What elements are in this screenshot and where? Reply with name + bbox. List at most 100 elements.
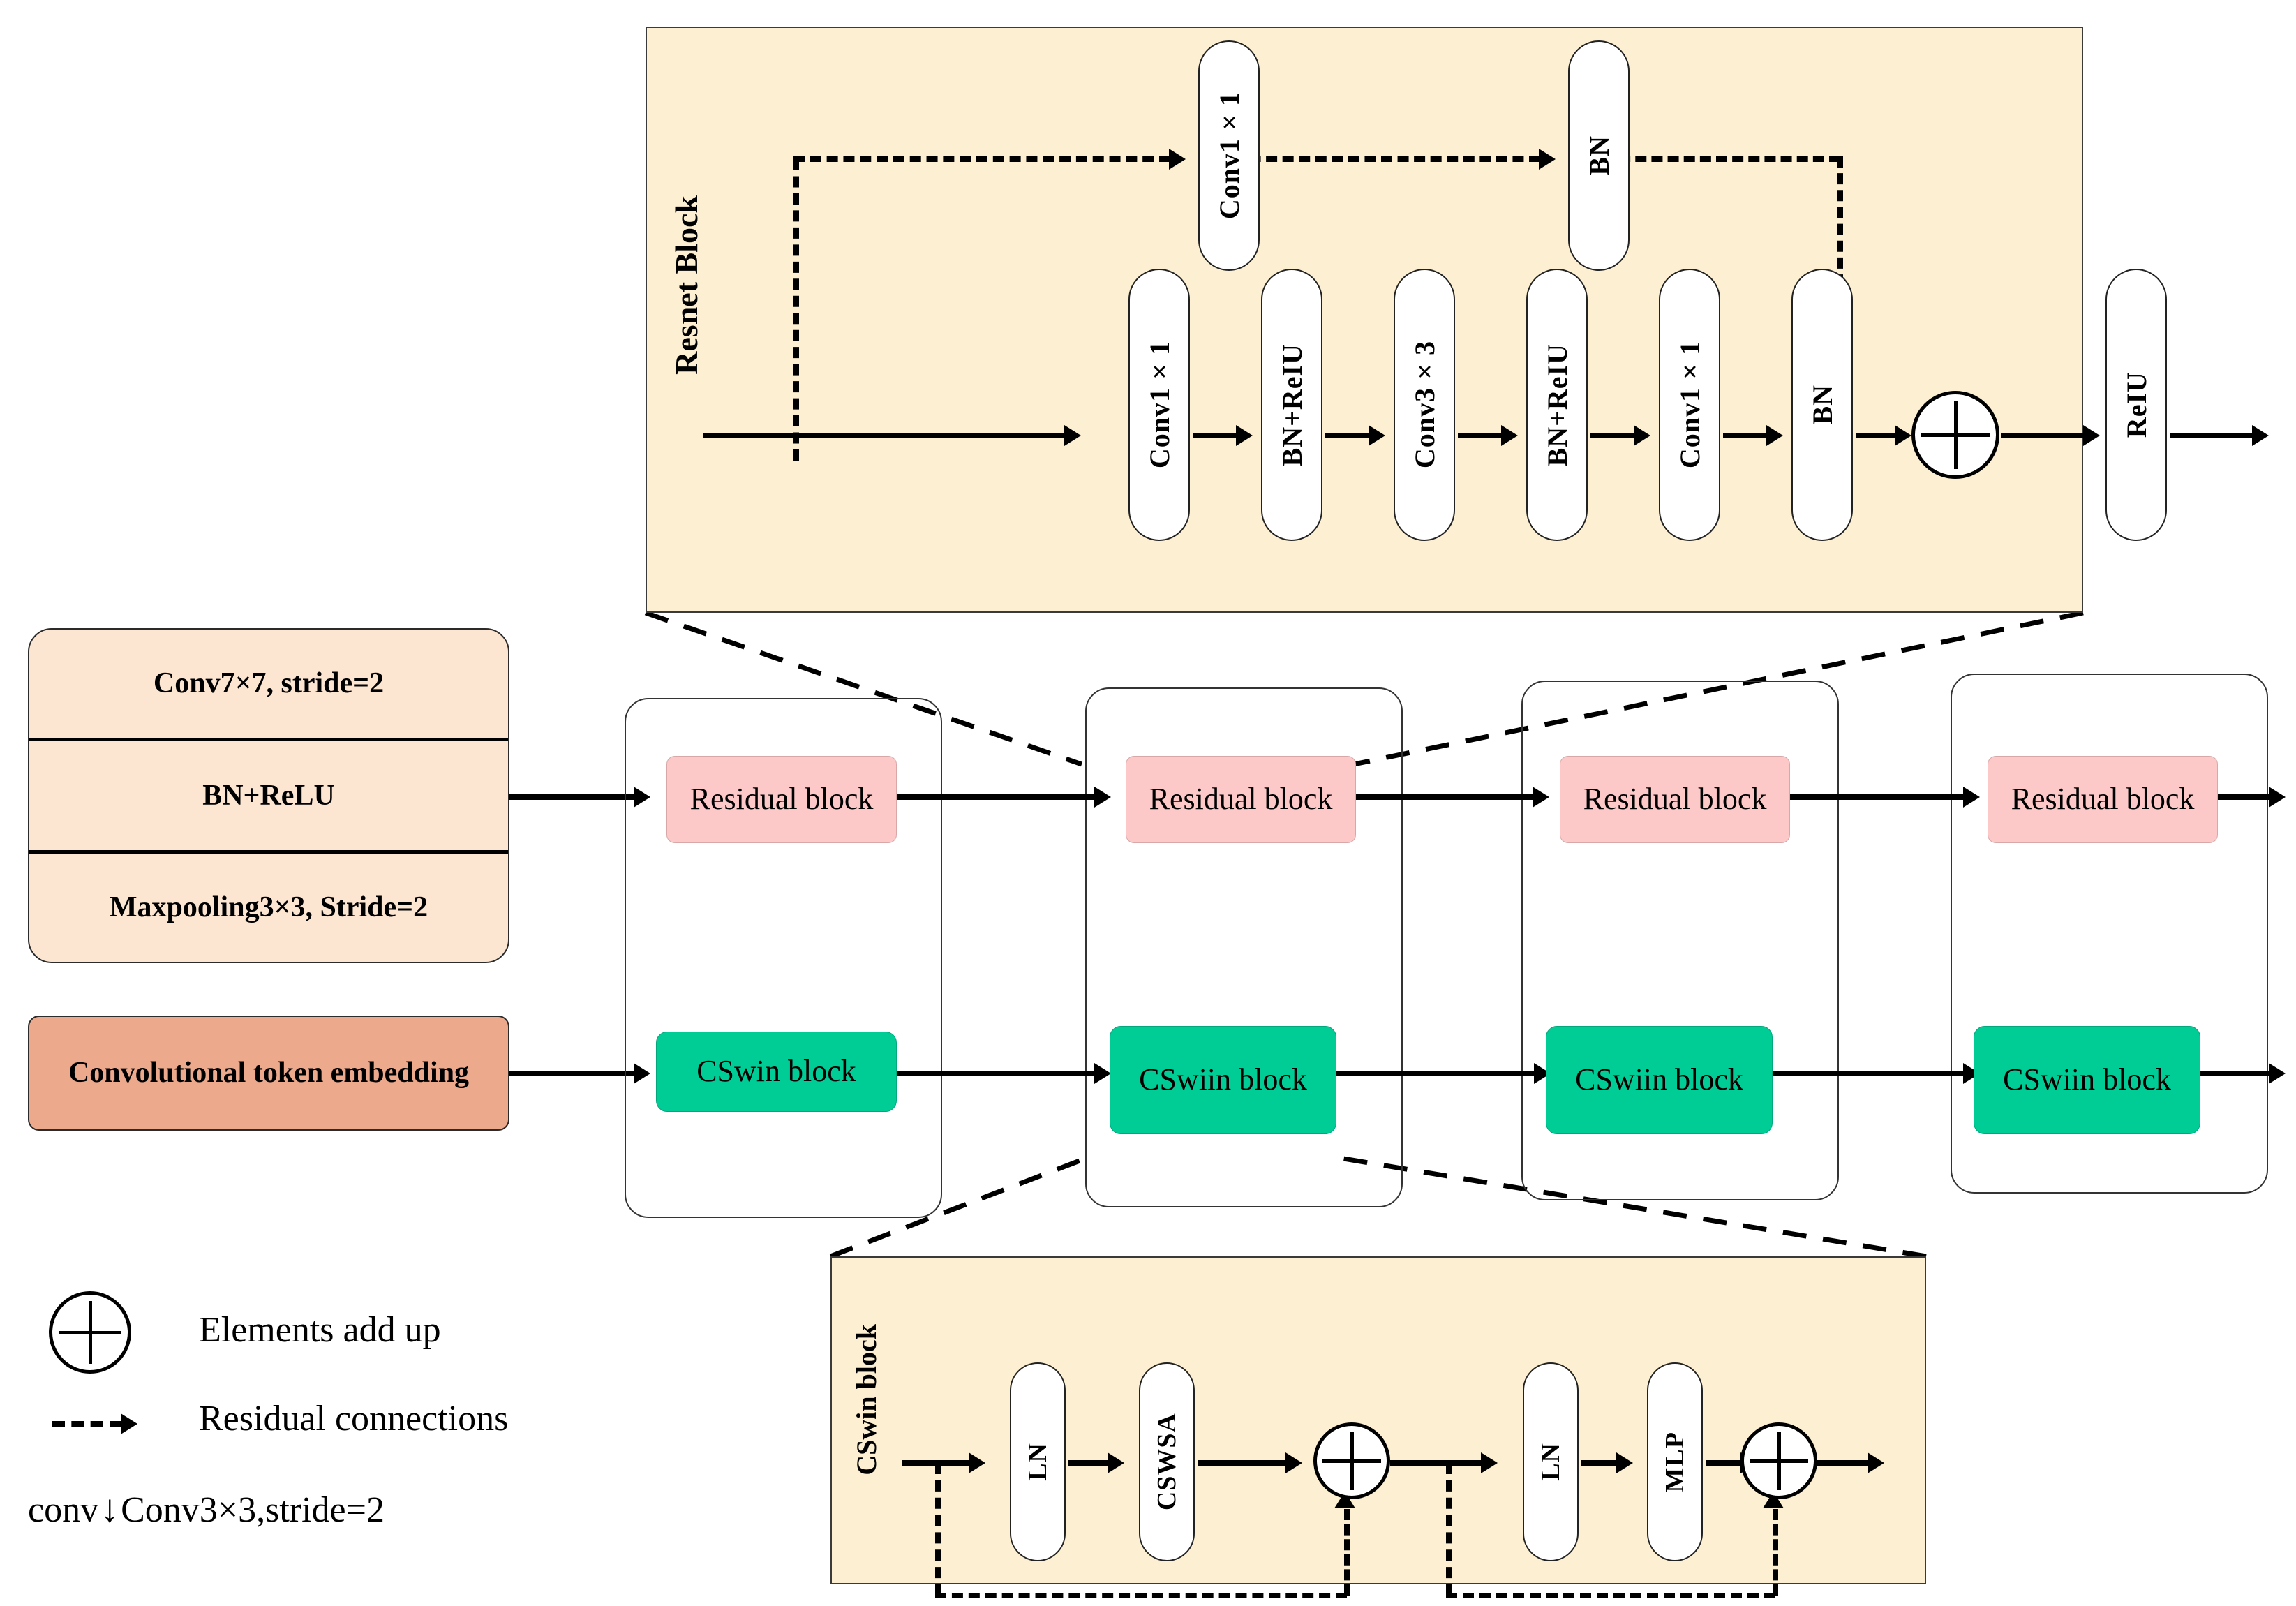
stage-frame-4 [1951, 674, 2268, 1194]
resnet-block-panel: Resnet Block Conv1×1 BN Conv1×1 BN+ReIU … [646, 27, 2269, 613]
stage4-residual-output-arrow [2218, 787, 2286, 808]
token-to-stage1-arrow [509, 1063, 650, 1084]
legend-conv-label: Conv3×3,stride=2 [121, 1490, 385, 1530]
node-label: Conv1×1 [1673, 341, 1706, 469]
block-label: Residual block [689, 782, 874, 817]
node-label: BN+ReIU [1276, 343, 1308, 467]
stage2-to-stage3-cswin-arrow [1336, 1063, 1551, 1084]
stage-2-cswin-block[interactable]: CSwiin block [1110, 1026, 1336, 1134]
resnet-arrow-7 [2001, 425, 2100, 446]
cswin-mid-line [1390, 1460, 1482, 1466]
stage-3-residual-block[interactable]: Residual block [1560, 756, 1790, 843]
block-label: Residual block [1583, 782, 1767, 817]
node-label: MLP [1660, 1431, 1690, 1493]
resnet-main-input-line [703, 433, 1066, 438]
resnet-arrow-5 [1723, 425, 1783, 446]
cswin-input-arrow-icon [969, 1452, 985, 1473]
cswin-block-panel-title: CSwin block [851, 1324, 882, 1475]
cswin-block-panel: CSwin block LN CSWSA LN MLP [830, 1256, 1926, 1598]
resnet-node-bn: BN [1791, 269, 1853, 541]
cswin-node-ln-2: LN [1523, 1362, 1579, 1561]
legend-plus-circle-icon [49, 1291, 131, 1374]
stage3-to-stage4-cswin-arrow [1773, 1063, 1980, 1084]
stage-4-residual-block[interactable]: Residual block [1988, 756, 2218, 843]
stage2-to-stage3-residual-arrow [1356, 787, 1549, 808]
resnet-shortcut-node-conv1x1: Conv1×1 [1198, 40, 1260, 271]
resnet-shortcut-node-bn: BN [1568, 40, 1630, 271]
stem-row-bn-relu: BN+ReLU [29, 738, 508, 849]
resnet-main-input-arrow-icon [1064, 425, 1081, 446]
cswin-add-icon-1 [1313, 1422, 1390, 1499]
cswin-residual2-bottom [1446, 1593, 1775, 1598]
stem-conv-block: Conv7×7, stride=2 BN+ReLU Maxpooling3×3,… [28, 628, 509, 963]
shortcut-h3 [1603, 156, 1840, 162]
cswin-residual1-rise [1344, 1509, 1350, 1596]
stage1-to-stage2-cswin-arrow [897, 1063, 1111, 1084]
legend-label-elements-add-up: Elements add up [199, 1310, 441, 1350]
resnet-arrow-2 [1325, 425, 1385, 446]
stage1-to-stage2-residual-arrow [897, 787, 1111, 808]
cswin-residual1-drop [935, 1463, 941, 1596]
block-label: CSwiin block [1139, 1062, 1307, 1097]
stage-frame-3 [1521, 681, 1839, 1200]
stage3-to-stage4-residual-arrow [1790, 787, 1980, 808]
stage-1-cswin-block[interactable]: CSwin block [656, 1032, 897, 1112]
shortcut-riser [793, 159, 799, 461]
cswin-arrow-3 [1581, 1452, 1633, 1473]
shortcut-h1 [793, 156, 1170, 162]
cswin-residual1-bottom [935, 1593, 1347, 1598]
node-label: BN [1806, 385, 1838, 425]
legend-dashed-arrowhead-icon [121, 1413, 137, 1434]
cswin-node-ln-1: LN [1010, 1362, 1066, 1561]
legend: Elements add up Residual connections con… [28, 1284, 600, 1531]
shortcut-arrow-1-icon [1169, 149, 1186, 170]
stage-4-cswin-block[interactable]: CSwiin block [1974, 1026, 2200, 1134]
node-label: LN [1536, 1443, 1565, 1481]
node-label: ReIU [2120, 371, 2152, 438]
cswin-add-icon-2 [1740, 1422, 1817, 1499]
stem-row-conv7x7: Conv7×7, stride=2 [153, 667, 385, 700]
node-label: Conv1×1 [1143, 341, 1175, 469]
block-label: Residual block [2011, 782, 2195, 817]
cswin-node-mlp: MLP [1647, 1362, 1703, 1561]
convolutional-token-embedding-block: Convolutional token embedding [28, 1016, 509, 1131]
stem-row-maxpool: Maxpooling3×3, Stride=2 [29, 849, 508, 962]
shortcut-drop [1837, 156, 1843, 387]
resnet-arrow-1 [1193, 425, 1253, 446]
cswin-arrow-4 [1706, 1452, 1757, 1473]
resnet-node-bnrelu-b: BN+ReIU [1526, 269, 1588, 541]
node-label: BN+ReIU [1541, 343, 1573, 467]
stage-1-residual-block[interactable]: Residual block [666, 756, 897, 843]
resnet-node-conv1x1-b: Conv1×1 [1659, 269, 1720, 541]
node-label: CSWSA [1152, 1413, 1181, 1511]
resnet-arrow-out [2170, 425, 2269, 446]
resnet-node-conv1x1-a: Conv1×1 [1128, 269, 1190, 541]
legend-conv-prefix: conv [28, 1490, 99, 1530]
stage-2-residual-block[interactable]: Residual block [1126, 756, 1356, 843]
node-label: LN [1023, 1443, 1052, 1481]
shortcut-arrow-2-icon [1539, 149, 1556, 170]
cswin-arrow-1 [1068, 1452, 1124, 1473]
cswin-arrow-2 [1198, 1452, 1302, 1473]
shortcut-h2 [1233, 156, 1540, 162]
resnet-node-bnrelu-a: BN+ReIU [1261, 269, 1322, 541]
stage-3-cswin-block[interactable]: CSwiin block [1546, 1026, 1773, 1134]
cswin-residual2-rise [1773, 1509, 1778, 1596]
legend-label-residual-connections: Residual connections [199, 1399, 509, 1438]
legend-conv-row: conv ↓ Conv3×3,stride=2 [28, 1487, 385, 1531]
resnet-node-relu-out: ReIU [2105, 269, 2167, 541]
resnet-block-panel-title: Resnet Block [669, 195, 704, 375]
cswin-output-arrow [1817, 1452, 1884, 1473]
cswin-mid-arrow-icon [1481, 1452, 1498, 1473]
block-label: CSwiin block [2003, 1062, 2171, 1097]
legend-dashed-arrow-icon [52, 1421, 122, 1427]
node-label: Conv3×3 [1408, 341, 1440, 469]
resnet-add-icon [1911, 391, 1999, 479]
block-label: CSwiin block [1575, 1062, 1743, 1097]
resnet-arrow-4 [1590, 425, 1650, 446]
cswin-residual2-drop [1446, 1463, 1452, 1596]
stage4-cswin-output-arrow [2200, 1063, 2286, 1084]
stem-to-stage1-arrow [509, 787, 650, 808]
block-label: Residual block [1149, 782, 1333, 817]
block-label: CSwin block [696, 1054, 856, 1089]
